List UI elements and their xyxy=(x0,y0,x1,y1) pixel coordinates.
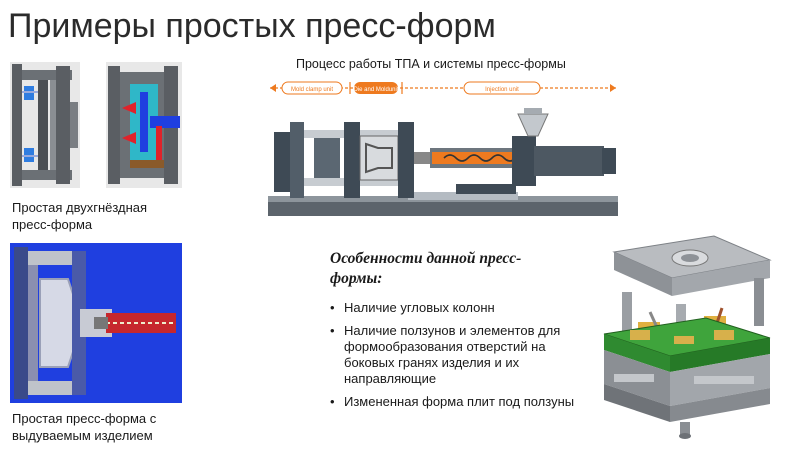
feature-item: Наличие ползунов и элементов для формооб… xyxy=(330,323,582,387)
blow-mold-illustration xyxy=(10,243,182,403)
unit-label-die: Die and Moldunit xyxy=(353,87,398,93)
two-cavity-mold-caption: Простая двухгнёздная пресс-форма xyxy=(12,200,148,232)
feature-item: Измененная форма плит под ползуны xyxy=(330,394,582,410)
feature-item: Наличие угловых колонн xyxy=(330,300,582,316)
slide-title: Примеры простых пресс-форм xyxy=(8,7,496,45)
machine-diagram-title: Процесс работы ТПА и системы пресс-формы xyxy=(296,57,566,71)
features-list: Наличие угловых колонн Наличие ползунов … xyxy=(330,300,582,417)
blow-mold-caption: Простая пресс-форма с выдуваемым изделие… xyxy=(12,411,157,443)
mold-3d-render xyxy=(594,226,774,446)
closed-mold-drawing xyxy=(10,62,80,188)
unit-label-injection: Injection unit xyxy=(485,87,519,93)
injection-machine-illustration: Mold clamp unit Die and Moldunit Injecti… xyxy=(268,74,620,220)
open-mold-drawing xyxy=(106,62,182,188)
features-heading: Особенности данной пресс-формы: xyxy=(330,250,522,287)
two-cavity-mold-illustration xyxy=(10,62,182,188)
unit-label-clamp: Mold clamp unit xyxy=(291,87,333,93)
